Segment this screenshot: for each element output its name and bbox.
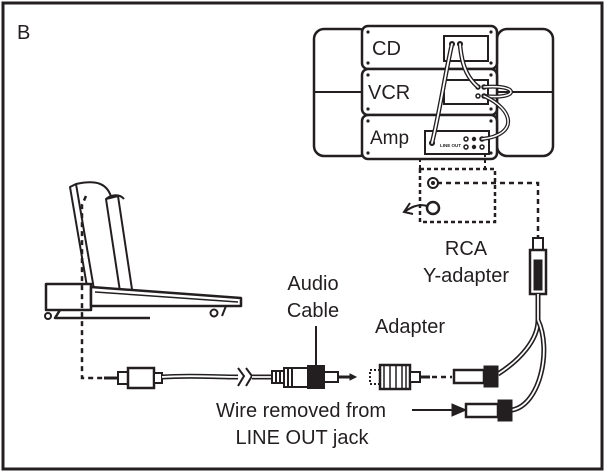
wire-label-line1: Wire removed from xyxy=(216,400,386,422)
rca-y-adapter xyxy=(452,237,548,422)
stereo-patch-cables xyxy=(429,41,513,146)
amp-label: Amp xyxy=(370,128,409,149)
line-out-jack-detail xyxy=(402,154,540,238)
vcr-unit xyxy=(360,67,499,117)
adapter xyxy=(369,363,430,391)
audio-cable xyxy=(104,365,358,390)
vcr-label: VCR xyxy=(368,82,410,104)
adapter-label: Adapter xyxy=(375,316,445,338)
amp-unit xyxy=(360,113,499,161)
rca-label-line2: Y-adapter xyxy=(423,265,509,287)
audio-label-line2: Cable xyxy=(287,300,339,322)
audio-label-line1: Audio xyxy=(287,273,338,295)
wire-label-line2: LINE OUT jack xyxy=(236,427,370,449)
console-wire xyxy=(80,195,104,380)
panel-letter: B xyxy=(17,22,30,44)
right-speaker xyxy=(495,27,555,158)
line-out-jack-label: LINE OUT xyxy=(440,143,461,148)
treadmill xyxy=(44,181,243,320)
wire-removed-arrow xyxy=(412,403,468,417)
cd-label: CD xyxy=(372,38,401,60)
rca-label-line1: RCA xyxy=(445,238,488,260)
